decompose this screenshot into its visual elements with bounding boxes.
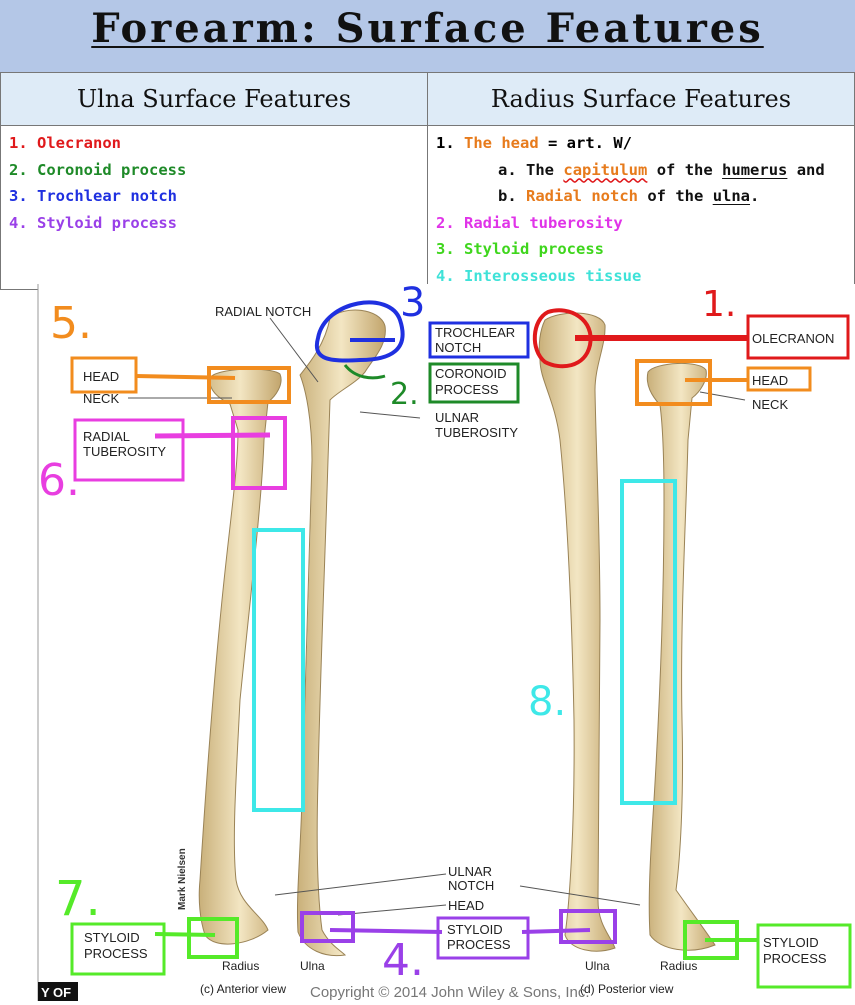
hand-number-8: 8.	[528, 679, 566, 725]
radius-item-tuberosity: 2. Radial tuberosity	[436, 213, 623, 232]
styloid-right-box	[756, 923, 852, 989]
leader-lines	[128, 317, 746, 916]
features-table: Ulna Surface Features Radius Surface Fea…	[0, 72, 855, 290]
radius-left-bone	[198, 368, 282, 945]
radius-item-styloid: 3. Styloid process	[436, 240, 604, 258]
ulna-list-cell: 1. Olecranon 2. Coronoid process 3. Troc…	[0, 125, 428, 290]
label-styloid-mid-2: PROCESS	[447, 937, 511, 952]
hand-number-2: 2.	[390, 377, 419, 412]
label-olecranon: OLECRANON	[752, 331, 834, 346]
label-ulnar-notch-2: NOTCH	[448, 878, 494, 893]
label-neck-right: NECK	[752, 397, 788, 412]
artist-credit: Mark Nielsen	[177, 848, 188, 910]
label-radial-tuberosity-1: RADIAL	[83, 429, 130, 444]
label-head-bottom: HEAD	[448, 898, 484, 913]
view-left: (c) Anterior view	[200, 982, 286, 996]
radius-item-head: 1. The head = art. W/	[436, 134, 632, 152]
label-ulnar-tuberosity-1: ULNAR	[435, 410, 479, 425]
hand-number-5: 5.	[50, 298, 92, 349]
ulna-list: 1. Olecranon 2. Coronoid process 3. Troc…	[9, 130, 427, 236]
label-styloid-left-2: PROCESS	[84, 946, 148, 961]
label-radial-notch: RADIAL NOTCH	[215, 304, 311, 319]
hand-number-6: 6.	[38, 455, 80, 506]
ulna-item-trochlear: 3. Trochlear notch	[9, 187, 177, 205]
label-styloid-mid-1: STYLOID	[447, 922, 503, 937]
label-styloid-right-1: STYLOID	[763, 935, 819, 950]
label-trochlear-2: NOTCH	[435, 340, 481, 355]
radius-header: Radius Surface Features	[427, 72, 855, 126]
label-ulnar-tuberosity-2: TUBEROSITY	[435, 425, 518, 440]
trochlear-box	[428, 321, 530, 359]
title-banner: Forearm: Surface Features	[0, 0, 855, 72]
corner-tag: Y OF	[41, 985, 71, 1000]
label-styloid-left-1: STYLOID	[84, 930, 140, 945]
bone-name-ulna-right: Ulna	[585, 959, 610, 973]
radius-sub-b: b. Radial notch of the ulna.	[498, 187, 760, 205]
ulna-right-bone	[538, 312, 616, 952]
hand-number-4: 4.	[382, 935, 424, 986]
radius-sub-a: a. The capitulum of the humerus and	[498, 160, 825, 179]
hand-number-3: 3	[400, 284, 425, 326]
handwritten-numbers: 5. 6. 3 2. 1. 8. 7. 4.	[38, 280, 736, 986]
ulna-item-olecranon: 1. Olecranon	[9, 134, 122, 152]
label-styloid-right-2: PROCESS	[763, 951, 827, 966]
bone-name-radius-right: Radius	[660, 959, 697, 973]
head-left-box	[70, 356, 138, 394]
bone-name-ulna-left: Ulna	[300, 959, 325, 973]
label-trochlear-1: TROCHLEAR	[435, 325, 515, 340]
styloid-mid-box	[436, 916, 530, 960]
label-radial-tuberosity-2: TUBEROSITY	[83, 444, 166, 459]
corner-tag-bg	[38, 982, 78, 1001]
styloid-left-box	[70, 922, 166, 976]
copyright-notice: Copyright © 2014 John Wiley & Sons, Inc.	[310, 984, 590, 1001]
label-head-right: HEAD	[752, 373, 788, 388]
radius-list-cell: 1. The head = art. W/ a. The capitulum o…	[427, 125, 855, 290]
page-title: Forearm: Surface Features	[91, 5, 764, 52]
hand-number-7: 7.	[55, 871, 101, 927]
label-coronoid-2: PROCESS	[435, 382, 499, 397]
coronoid-box	[428, 362, 520, 404]
olecranon-box	[746, 314, 850, 360]
ulna-header: Ulna Surface Features	[0, 72, 428, 126]
head-right-box	[746, 366, 812, 392]
label-coronoid-1: CORONOID	[435, 366, 507, 381]
view-right: (d) Posterior view	[580, 982, 674, 996]
radius-item-interosseous: 4. Interosseous tissue	[436, 266, 642, 285]
label-ulnar-notch-1: ULNAR	[448, 864, 492, 879]
label-neck-left: NECK	[83, 391, 119, 406]
radius-list: 1. The head = art. W/ a. The capitulum o…	[436, 130, 854, 289]
ulna-left-bone	[296, 309, 386, 957]
tuberosity-box	[73, 418, 185, 482]
hand-number-1: 1.	[702, 284, 736, 325]
diagram-svg: RADIAL NOTCH HEAD NECK RADIAL TUBEROSITY…	[37, 280, 855, 1001]
bone-name-radius-left: Radius	[222, 959, 259, 973]
forearm-diagram: RADIAL NOTCH HEAD NECK RADIAL TUBEROSITY…	[0, 280, 855, 1001]
ulna-item-styloid: 4. Styloid process	[9, 213, 177, 232]
label-head-left: HEAD	[83, 369, 119, 384]
ulna-item-coronoid: 2. Coronoid process	[9, 160, 187, 179]
